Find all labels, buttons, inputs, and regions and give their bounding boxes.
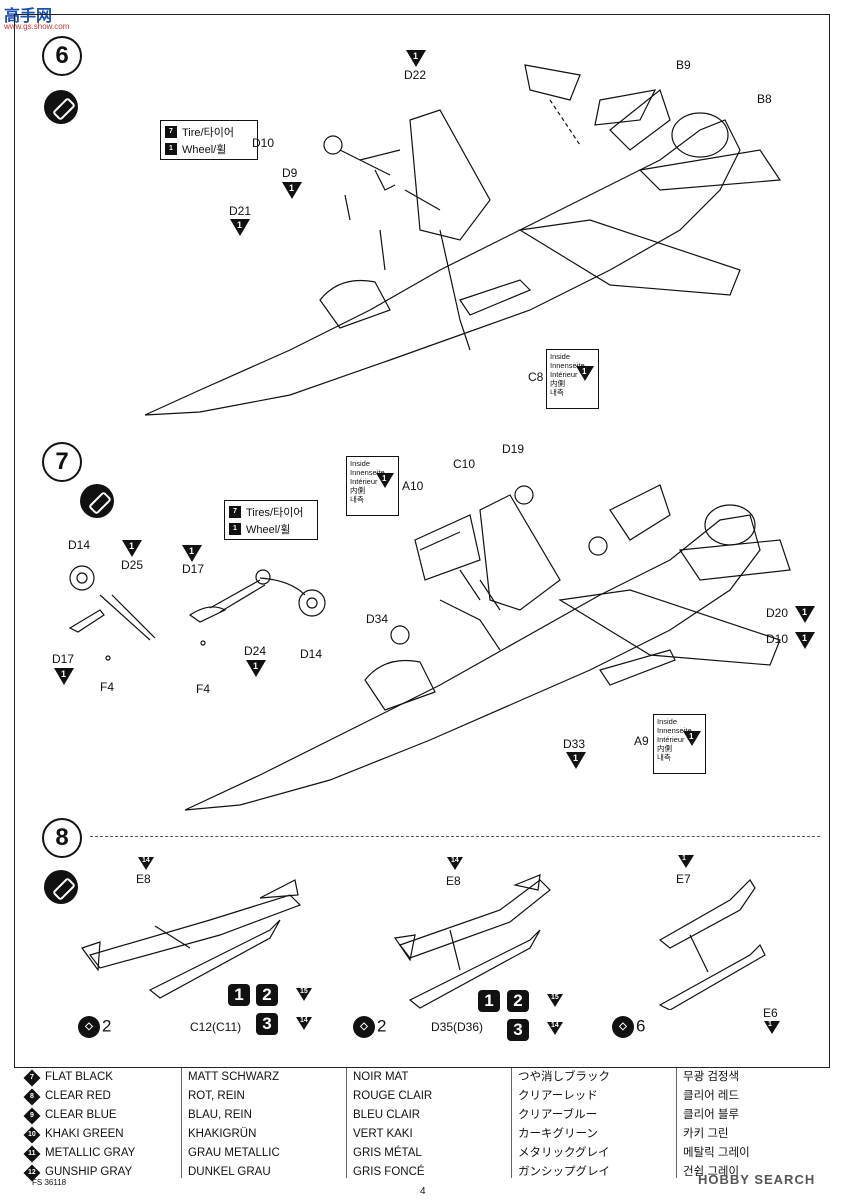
paint-code-marker: 1 — [795, 606, 815, 623]
part-label-f4: F4 — [196, 682, 211, 696]
cement-icon: ◇ — [612, 1016, 634, 1038]
step-7-number: 7 — [42, 442, 82, 482]
part-label-d20: D20 — [766, 606, 789, 620]
option-1-icon: 1 — [478, 990, 500, 1012]
part-label-c12: C12(C11) — [190, 1020, 242, 1034]
glue-count: ◇2 — [353, 1016, 386, 1038]
part-label-e6: E6 — [763, 1006, 778, 1020]
step-8-number: 8 — [42, 818, 82, 858]
site-url: www.gs.show.com — [4, 22, 70, 31]
instruction-frame — [14, 14, 830, 1068]
part-label-a9: A9 — [634, 734, 649, 748]
part-label-d21: D21 — [229, 204, 252, 218]
paint-code-marker: 1 — [54, 668, 74, 685]
paint-code-marker: 14 — [138, 857, 154, 870]
part-label-e8: E8 — [446, 874, 461, 888]
page-number: 4 — [420, 1186, 426, 1197]
paint-code-marker: 1 — [406, 50, 426, 67]
part-label-d14: D14 — [68, 538, 91, 552]
paint-code-marker: 1 — [230, 219, 250, 236]
inside-note: Inside Innenseite Intérieur 内側 내측 1 — [546, 349, 599, 409]
step-7-aircraft-drawing — [184, 484, 791, 811]
part-label-d24: D24 — [244, 644, 267, 658]
paint-code-marker: 1 — [246, 660, 266, 677]
paint-code-marker: 1 — [566, 752, 586, 769]
paint-code-marker: 1 — [122, 540, 142, 557]
part-label-d9: D9 — [282, 166, 298, 180]
step-6-number: 6 — [42, 36, 82, 76]
option-3-icon: 3 — [256, 1013, 278, 1035]
paint-code-marker: 14 — [296, 1017, 312, 1030]
paint-code-marker: 1 — [182, 545, 202, 562]
inside-note: Inside Innenseite Intérieur 内側 내측 1 — [346, 456, 399, 516]
part-label-d25: D25 — [121, 558, 144, 572]
option-2-icon: 2 — [507, 990, 529, 1012]
watermark: HOBBY SEARCH — [698, 1172, 816, 1187]
part-label-a10: A10 — [402, 479, 424, 493]
option-1-icon: 1 — [228, 984, 250, 1006]
part-label-d17: D17 — [182, 562, 205, 576]
part-label-d34: D34 — [366, 612, 389, 626]
paint-code-marker: 1 — [764, 1021, 780, 1034]
option-2-icon: 2 — [256, 984, 278, 1006]
fs-code: FS 36118 — [32, 1178, 67, 1187]
part-label-f4: F4 — [100, 680, 115, 694]
paint-brush-icon — [80, 484, 114, 518]
part-label-e7: E7 — [676, 872, 691, 886]
site-logo: 高手网 — [4, 8, 53, 25]
paint-code-marker: 14 — [447, 857, 463, 870]
part-label-d10: D10 — [766, 632, 789, 646]
paint-code-marker: 1 — [282, 182, 302, 199]
step-8-missile-drawings — [81, 874, 766, 1010]
cement-icon: ◇ — [78, 1016, 100, 1038]
glue-count: ◇2 — [78, 1016, 111, 1038]
part-label-d14: D14 — [300, 647, 323, 661]
paint-brush-icon — [44, 870, 78, 904]
part-label-d22: D22 — [404, 68, 427, 82]
part-label-d33: D33 — [563, 737, 586, 751]
step-6-aircraft-drawing — [144, 64, 782, 416]
part-label-e8: E8 — [136, 872, 151, 886]
option-3-icon: 3 — [507, 1019, 529, 1041]
paint-brush-icon — [44, 90, 78, 124]
paint-code-marker: 14 — [547, 1022, 563, 1035]
glue-count: ◇6 — [612, 1016, 645, 1038]
inside-note: Inside Innenseite Intérieur 内側 내측 1 — [653, 714, 706, 774]
paint-code-marker: 15 — [547, 994, 563, 1007]
part-label-c8: C8 — [528, 370, 544, 384]
cement-icon: ◇ — [353, 1016, 375, 1038]
part-label-b8: B8 — [757, 92, 772, 106]
part-label-d17: D17 — [52, 652, 75, 666]
paint-code-marker: 1 — [678, 855, 694, 868]
part-label-b9: B9 — [676, 58, 691, 72]
color-column-japanese: つや消しブラッククリアーレッドクリアーブルー カーキグリーンメタリックグレイガン… — [511, 1068, 672, 1178]
part-label-c10: C10 — [453, 457, 476, 471]
part-label-d35: D35(D36) — [431, 1020, 484, 1034]
step-7-landing-gear-drawing — [68, 565, 326, 661]
step-divider — [90, 836, 820, 837]
paint-code-marker: 15 — [296, 988, 312, 1001]
part-label-d19: D19 — [502, 442, 525, 456]
paint-code-marker: 1 — [795, 632, 815, 649]
